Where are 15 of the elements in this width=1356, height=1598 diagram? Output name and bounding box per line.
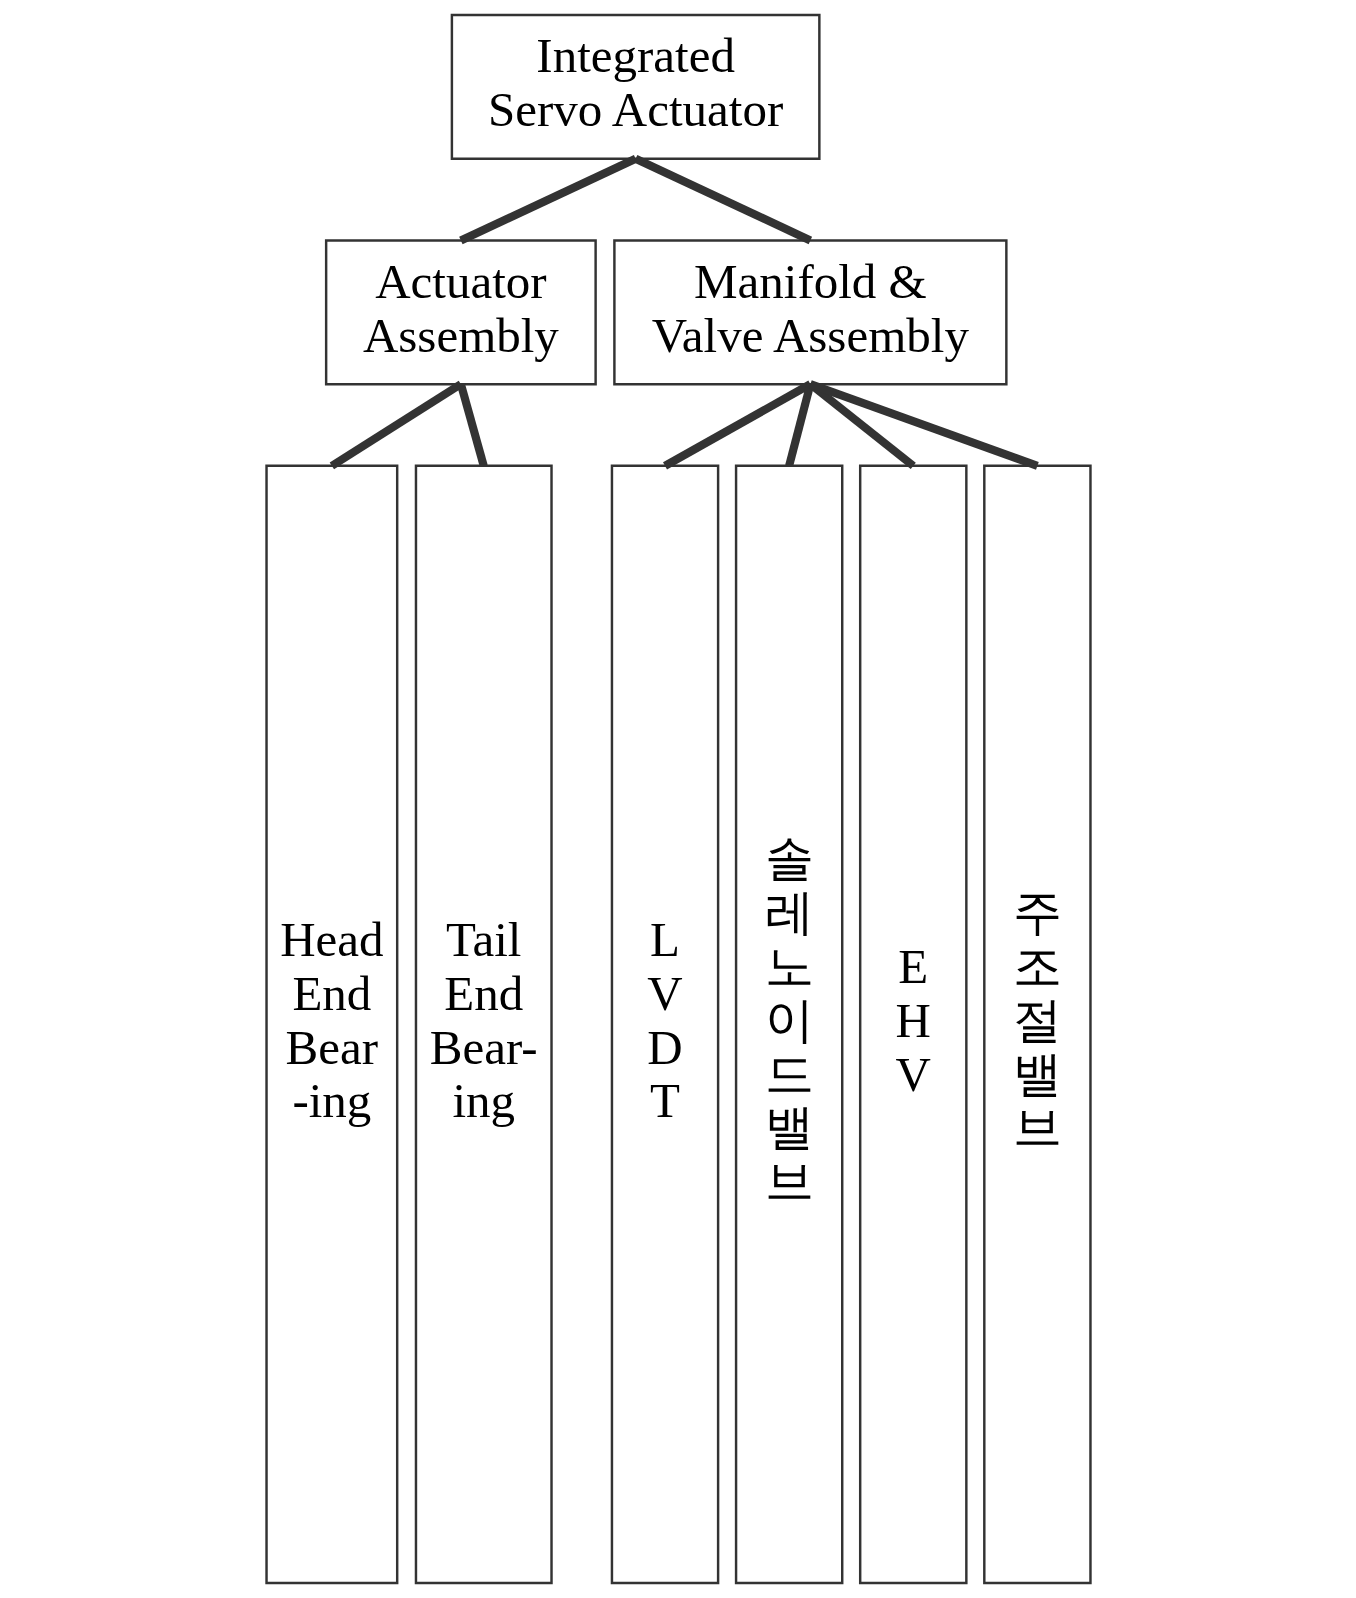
node-box: L V D T: [610, 464, 719, 1585]
connector: [808, 380, 1039, 470]
node-box: Actuator Assembly: [324, 239, 597, 386]
node-box: 주조절밸브: [982, 464, 1092, 1585]
connector: [458, 155, 637, 245]
node-box: E H V: [858, 464, 968, 1585]
node-box: 솔레노이드밸브: [734, 464, 843, 1585]
node-box: Tail End Bear- ing: [414, 464, 553, 1585]
connector: [456, 383, 488, 467]
node-box: Head End Bear -ing: [264, 464, 398, 1585]
connector: [633, 155, 812, 245]
node-box: Manifold & Valve Assembly: [612, 239, 1008, 386]
connector: [662, 380, 812, 470]
connector: [329, 380, 463, 470]
node-box: Integrated Servo Actuator: [450, 13, 821, 161]
